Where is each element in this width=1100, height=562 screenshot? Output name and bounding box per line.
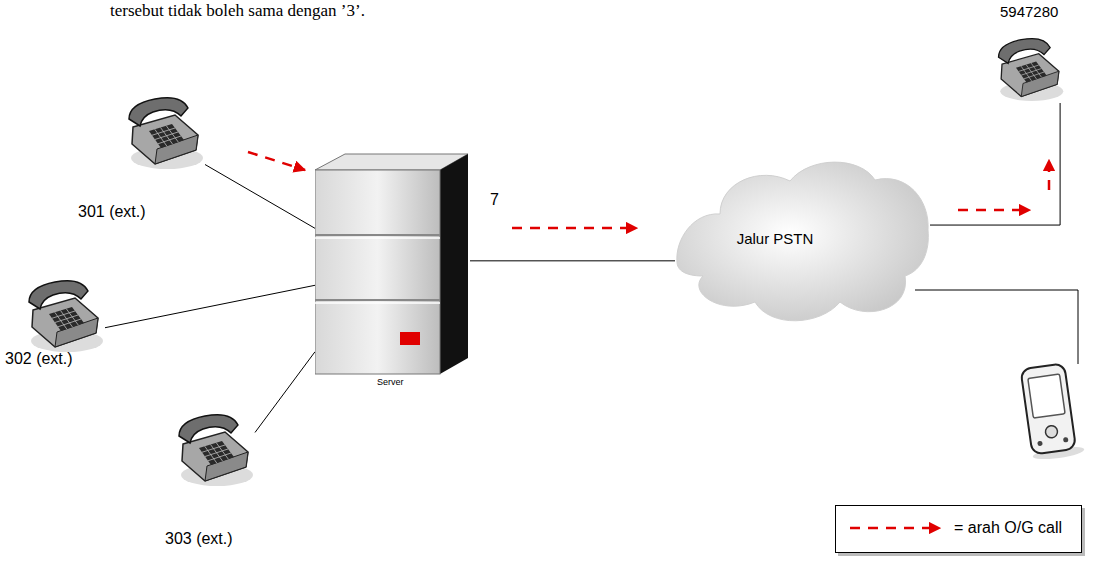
node-label: 301 (ext.)	[78, 203, 146, 221]
mobile-phone	[1021, 362, 1085, 461]
extension-phone: 302 (ext.)	[5, 278, 105, 368]
telephone-icon	[25, 278, 105, 353]
connection-line	[470, 260, 675, 261]
note-text: tersebut tidak boleh sama dengan ’3’.	[110, 1, 365, 21]
pstn-cloud: Jalur PSTN	[675, 150, 930, 330]
legend-sample	[848, 518, 948, 538]
telephone-icon	[125, 95, 205, 170]
icon-holder	[315, 150, 470, 379]
icon-holder	[125, 95, 205, 174]
extension-phone: 301 (ext.)	[78, 95, 205, 221]
trunk-code: 7	[490, 191, 499, 209]
server-node: Server	[315, 150, 470, 387]
node-label: Jalur PSTN	[737, 230, 814, 247]
call-direction-arrow	[248, 152, 305, 170]
legend-text: = arah O/G call	[954, 519, 1062, 537]
icon-holder	[25, 278, 105, 357]
node-label: 5947280	[1000, 3, 1058, 20]
node-label: 302 (ext.)	[5, 350, 73, 368]
connection-line	[255, 352, 315, 433]
legend-box: = arah O/G call	[835, 505, 1082, 553]
connection-line	[930, 103, 1060, 225]
node-label: 303 (ext.)	[165, 530, 233, 548]
call-direction-arrow	[1048, 160, 1051, 190]
icon-holder	[175, 412, 255, 491]
telephone-icon	[995, 35, 1065, 103]
external-phone: 5947280	[995, 3, 1065, 103]
call-direction-arrow	[512, 227, 637, 230]
icon-holder	[995, 35, 1065, 107]
extension-phone: 303 (ext.)	[165, 412, 255, 548]
mobile-line	[915, 290, 1078, 364]
node-label: Server	[377, 377, 404, 387]
telephone-icon	[175, 412, 255, 487]
connection-line	[205, 165, 315, 229]
call-direction-arrow	[958, 209, 1030, 212]
server-icon	[315, 150, 470, 375]
connection-line	[105, 285, 315, 327]
